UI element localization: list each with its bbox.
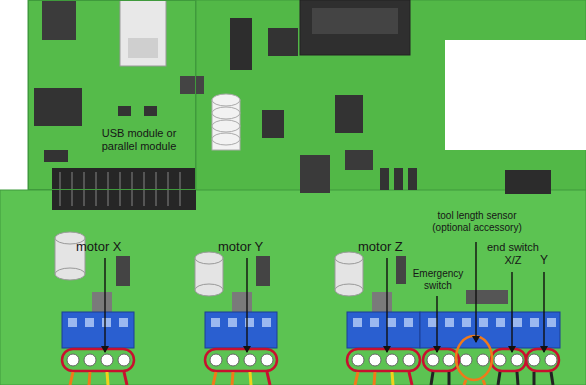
motor-label: motor Z [358,240,403,255]
sensor-label: tool length sensor (optional accessory) [426,210,528,233]
module-panel: USB module or parallel module [28,0,196,190]
switch-label: Y [540,254,548,268]
motor-label: motor Y [218,240,263,255]
switch-label: Emergency switch [410,268,466,291]
module-label: USB module or parallel module [87,127,191,152]
switch-label: end switch X/Z [486,241,540,266]
motor-label: motor X [76,240,122,255]
